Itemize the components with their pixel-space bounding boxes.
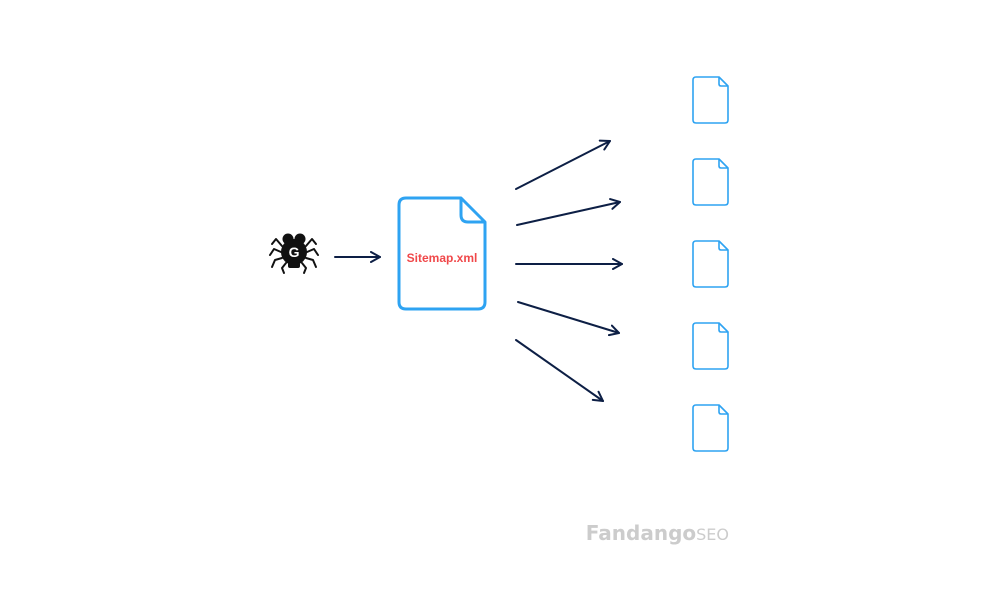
page-document-icon xyxy=(692,158,729,206)
sitemap-to-page-5-arrow xyxy=(515,339,604,402)
sitemap-to-page-4-arrow xyxy=(517,301,620,337)
page-document-icon xyxy=(692,404,729,452)
page-document-icon xyxy=(692,240,729,288)
googlebot-spider-icon: G xyxy=(269,233,319,274)
brand-name: Fandango xyxy=(586,521,696,545)
page-document-icon xyxy=(692,76,729,124)
crawler-letter: G xyxy=(289,244,300,260)
brand-suffix: SEO xyxy=(696,525,729,544)
sitemap-label: Sitemap.xml xyxy=(407,251,478,265)
sitemap-document-icon xyxy=(397,196,487,311)
sitemap-to-page-2-arrow xyxy=(516,198,621,226)
sitemap-to-page-1-arrow xyxy=(515,139,611,190)
page-document-icon xyxy=(692,322,729,370)
brand-logo: FandangoSEO xyxy=(586,521,729,545)
